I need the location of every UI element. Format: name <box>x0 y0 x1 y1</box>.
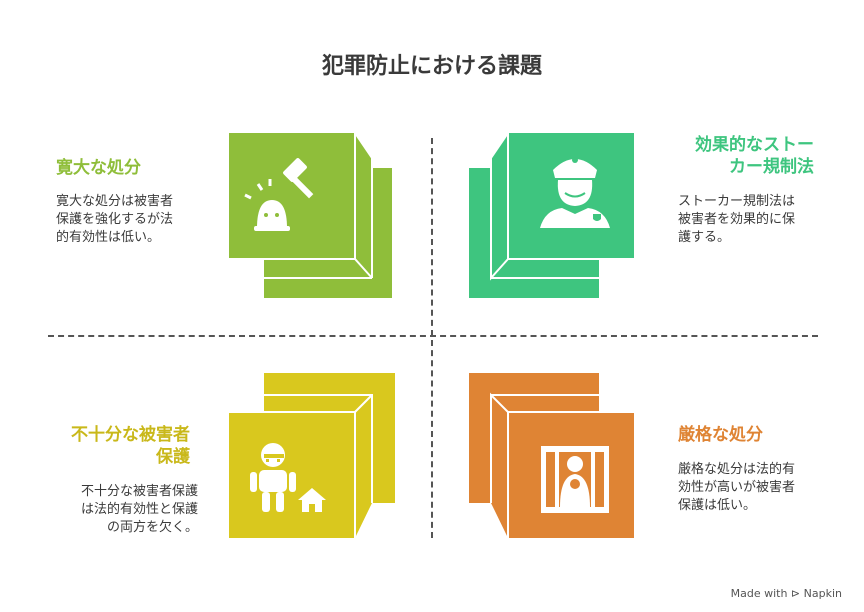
napkin-footer: Made with ⊳ Napkin <box>730 587 842 600</box>
lenient-punishment-label: 寛大な処分 <box>56 158 141 178</box>
page-title: 犯罪防止における課題 <box>321 54 542 79</box>
horizontal-divider <box>48 335 818 337</box>
strict-punishment-description: 厳格な処分は法的有 効性が高いが被害者 保護は低い。 <box>678 462 796 513</box>
lenient-punishment-box <box>228 132 392 298</box>
police-officer-icon <box>540 157 610 228</box>
strict-punishment-label: 厳格な処分 <box>678 425 763 445</box>
strict-punishment-box <box>469 373 634 538</box>
stalker-law-box <box>469 132 634 298</box>
jail-icon <box>541 446 609 513</box>
person-house-icon <box>250 443 326 512</box>
gavel-icon <box>244 158 314 231</box>
insufficient-protection-label: 不十分な被害者 保護 <box>71 425 190 467</box>
lenient-punishment-description: 寛大な処分は被害者 保護を強化するが法 的有効性は低い。 <box>56 194 174 245</box>
insufficient-protection-description: 不十分な被害者保護 は法的有効性と保護 の両方を欠く。 <box>80 484 198 535</box>
stalker-law-description: ストーカー規制法は 被害者を効果的に保 護する。 <box>678 194 796 245</box>
vertical-divider <box>431 138 433 538</box>
stalker-law-label: 効果的なストー カー規制法 <box>695 135 814 177</box>
insufficient-protection-box <box>228 373 395 538</box>
